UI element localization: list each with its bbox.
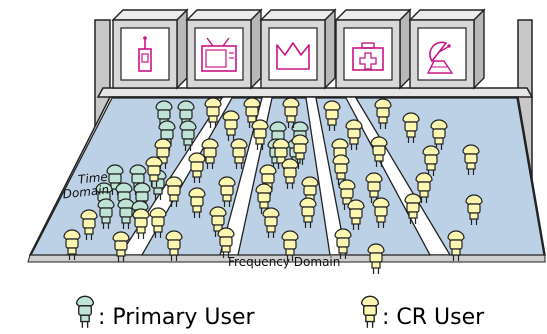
service-boxes: [111, 8, 486, 90]
service-box-1: [111, 8, 189, 90]
satellite-dish-icon: [426, 41, 454, 74]
legend-cr-icon: [360, 295, 380, 329]
service-box-3: [259, 8, 337, 90]
service-box-2: [185, 8, 263, 90]
legend-primary-user-label: : Primary User: [98, 305, 255, 330]
legend-primary-icon: [75, 295, 95, 329]
service-box-5: [408, 8, 486, 90]
frequency-domain-label: Frequency Domain: [228, 255, 341, 269]
time-domain-label: Time Domain: [62, 169, 110, 202]
service-shelf: [96, 87, 534, 98]
service-box-4: [334, 8, 412, 90]
cr-user-icon: [367, 243, 385, 275]
crown-icon: [276, 42, 310, 70]
medical-kit-icon: [352, 42, 384, 71]
radio-tower-icon: [138, 36, 152, 72]
television-icon: [201, 37, 237, 72]
legend-cr-user-label: : CR User: [382, 305, 485, 330]
